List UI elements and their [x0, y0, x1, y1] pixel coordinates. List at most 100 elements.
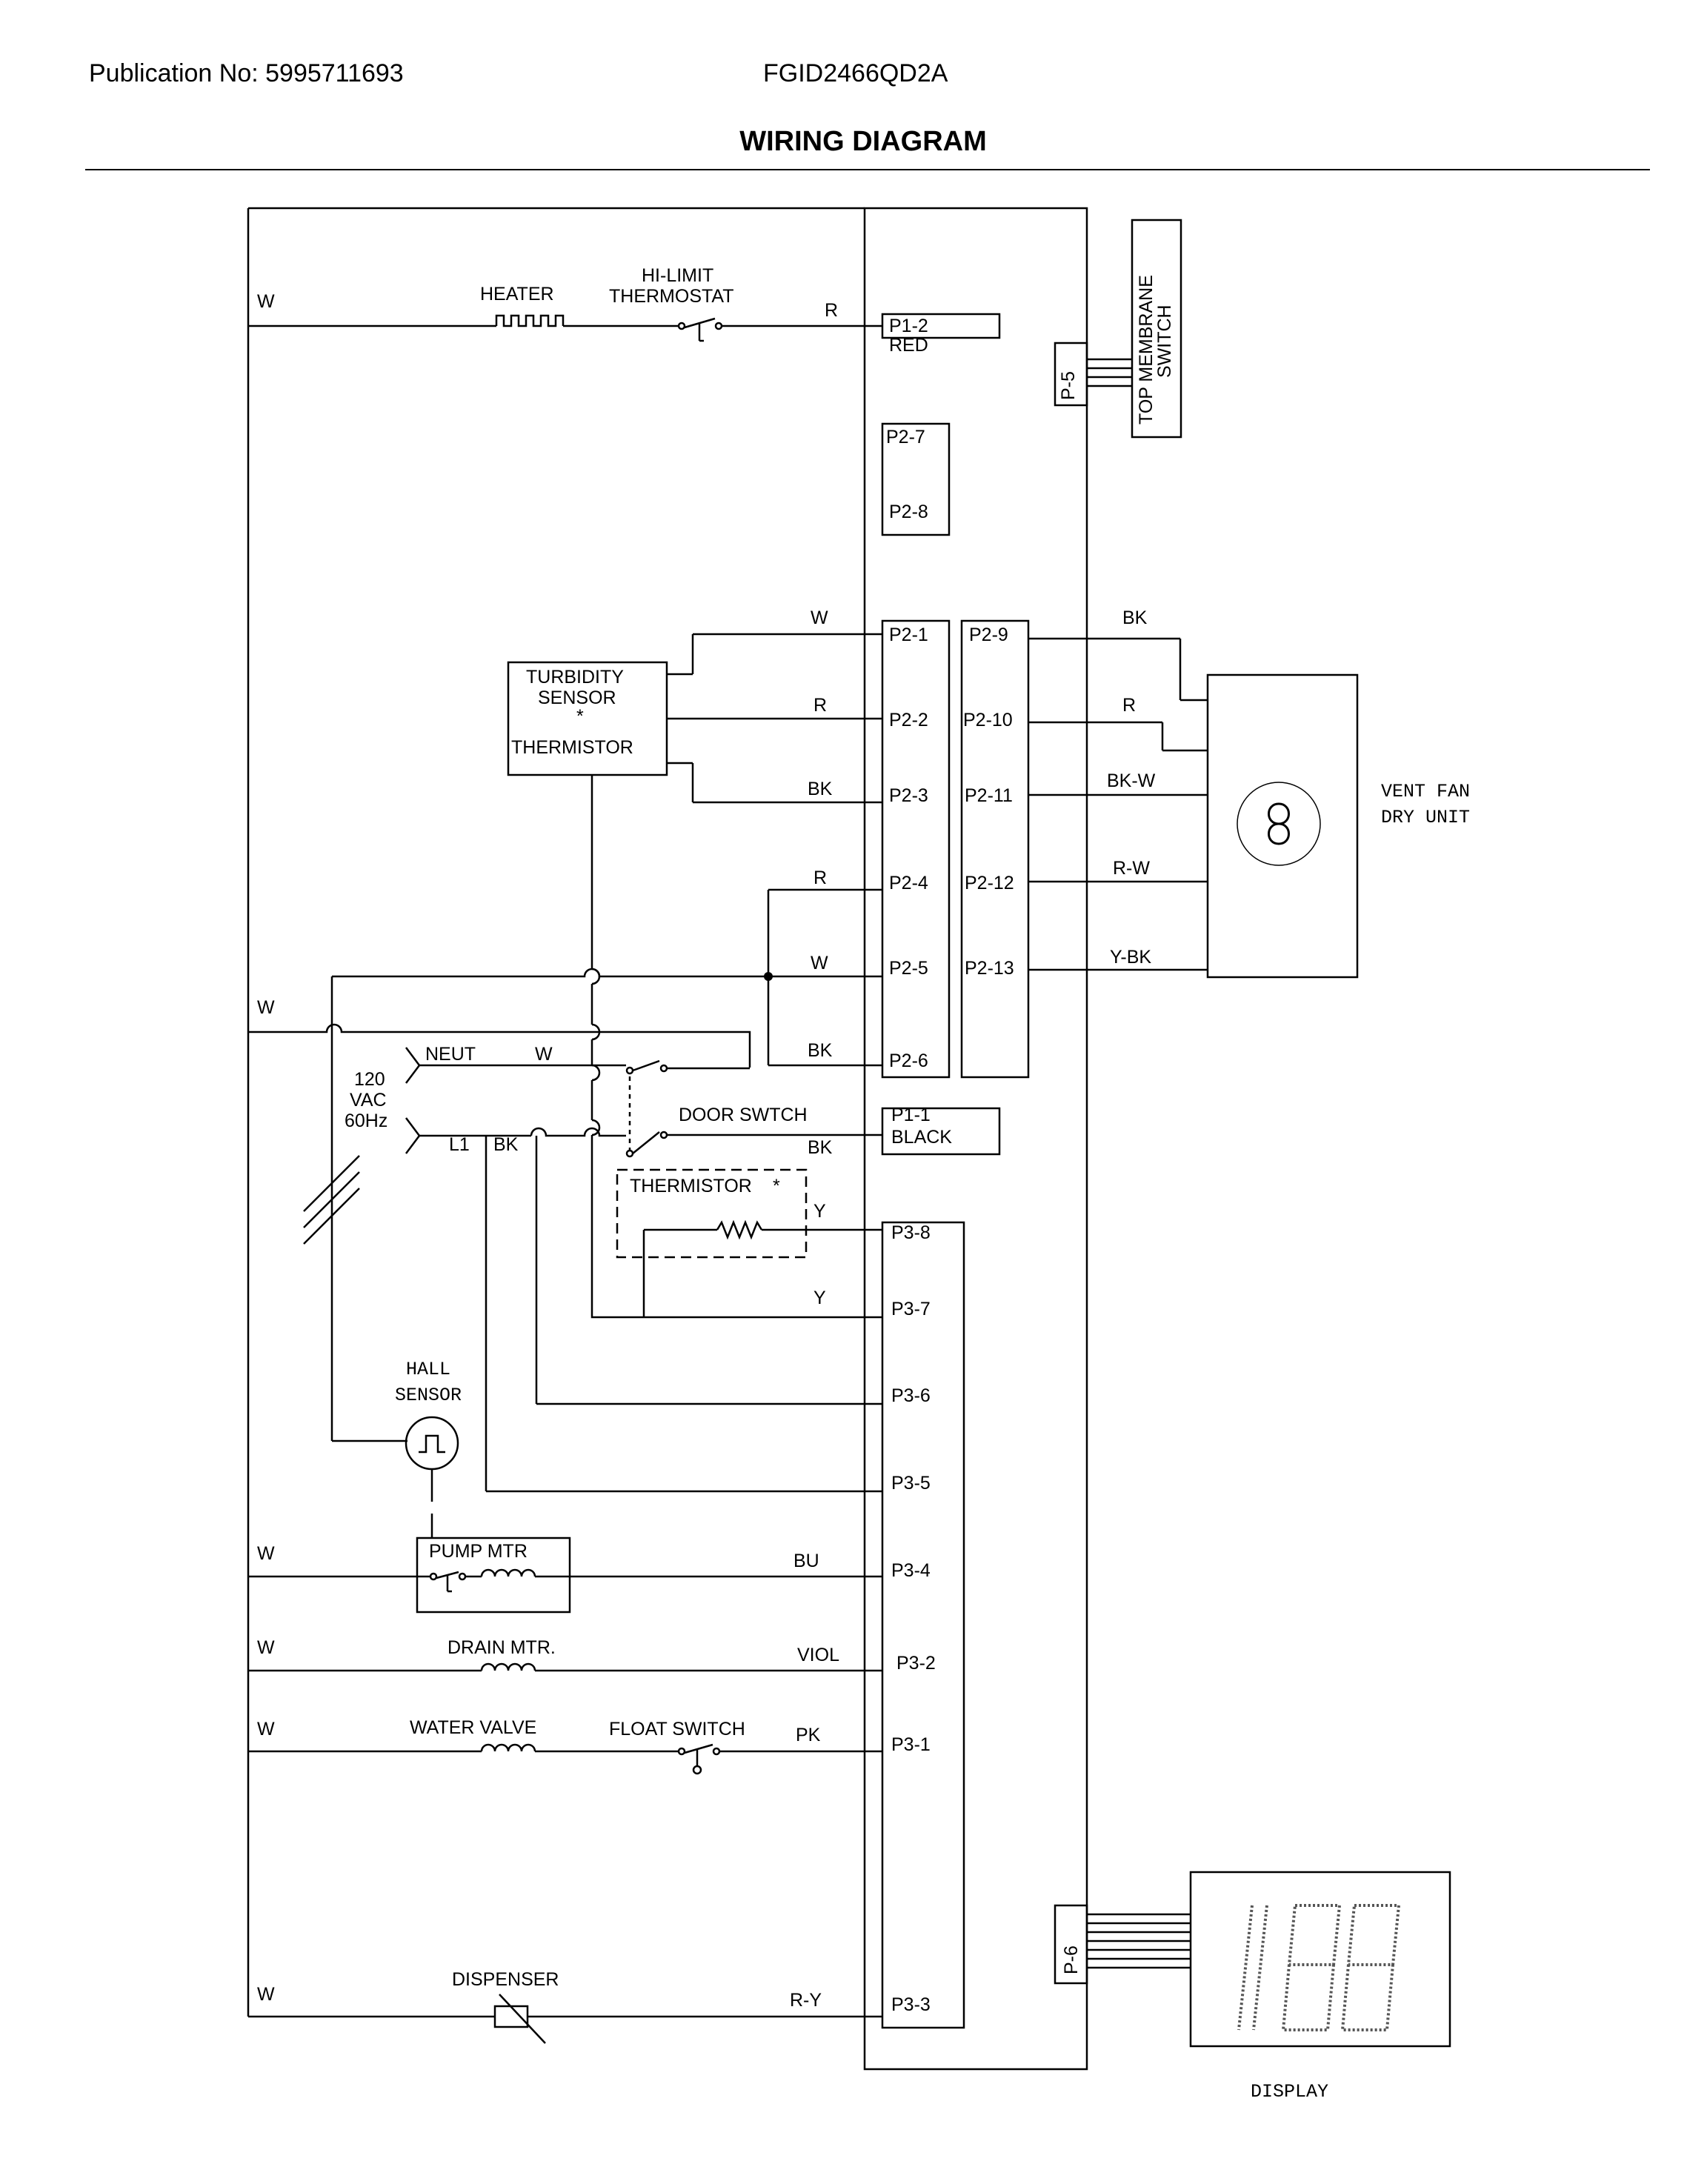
- connector-p6-label: P-6: [1061, 1945, 1082, 1974]
- connector-p2-10-label: P2-10: [963, 710, 1013, 730]
- connector-p1-2-label: P1-2: [889, 316, 928, 336]
- connector-p2-1-label: P2-1: [889, 625, 928, 645]
- turbidity-star: *: [576, 706, 584, 727]
- connector-p1-1-color: BLACK: [891, 1127, 952, 1148]
- connector-p2-9-label: P2-9: [969, 625, 1008, 645]
- connector-p2-9-13: [960, 619, 1030, 1079]
- title-rule: [85, 169, 1650, 170]
- wire-label-door-bk: BK: [808, 1137, 833, 1158]
- connector-p2-12-label: P2-12: [965, 873, 1014, 893]
- turbidity-label-3: THERMISTOR: [511, 737, 633, 758]
- wire-label-p2-12: R-W: [1113, 858, 1150, 879]
- wire-label-drain-viol: VIOL: [797, 1645, 839, 1665]
- dispenser-label: DISPENSER: [452, 1969, 559, 1990]
- vent-fan-label-2: DRY UNIT: [1381, 807, 1470, 828]
- turbidity-label-2: SENSOR: [538, 688, 616, 708]
- model-number: FGID2466QD2A: [763, 59, 948, 87]
- hilimit-label-2: THERMOSTAT: [609, 286, 734, 307]
- connector-p3-3-label: P3-3: [891, 1994, 931, 2015]
- connector-p5: [1054, 342, 1088, 407]
- membrane-label-2: SWITCH: [1154, 304, 1175, 378]
- water-valve-label: WATER VALVE: [410, 1717, 536, 1738]
- connector-p3-7-label: P3-7: [891, 1299, 931, 1319]
- wire-label-p2-2: R: [813, 695, 827, 716]
- connector-p1-1: [881, 1107, 1001, 1156]
- l1-label: L1: [449, 1134, 470, 1155]
- wire-label-p2-5: W: [811, 953, 828, 973]
- wire-label-l1-bk: BK: [493, 1134, 519, 1155]
- turbidity-label-1: TURBIDITY: [526, 667, 624, 688]
- junction-dot: [764, 972, 773, 981]
- pump-motor-label: PUMP MTR: [429, 1541, 528, 1562]
- wire-label-heater-w: W: [257, 291, 275, 312]
- wire-label-dispenser-w: W: [257, 1984, 275, 2005]
- connector-p3-8-label: P3-8: [891, 1222, 931, 1243]
- connector-p3-6-label: P3-6: [891, 1385, 931, 1406]
- drain-motor-label: DRAIN MTR.: [447, 1637, 556, 1658]
- vac-label-2: VAC: [350, 1090, 387, 1111]
- door-switch-label: DOOR SWTCH: [679, 1105, 808, 1125]
- float-switch-label: FLOAT SWITCH: [609, 1719, 745, 1739]
- hall-sensor-label-2: SENSOR: [395, 1385, 462, 1406]
- thermistor-box: [616, 1168, 808, 1259]
- connector-p2-5-label: P2-5: [889, 958, 928, 979]
- connector-p2-4-label: P2-4: [889, 873, 928, 893]
- connector-p2-7-label: P2-7: [886, 427, 925, 447]
- heater-label: HEATER: [480, 284, 554, 304]
- wire-label-heater-r: R: [825, 300, 838, 321]
- wire-label-p2-3: BK: [808, 779, 833, 799]
- connector-p1-2-color: RED: [889, 335, 928, 356]
- hilimit-label-1: HI-LIMIT: [642, 265, 713, 286]
- publication-number: Publication No: 5995711693: [89, 59, 404, 87]
- connector-p2-7-8: [881, 422, 951, 536]
- wire-label-pump-w: W: [257, 1543, 275, 1564]
- hall-sensor: [405, 1416, 459, 1471]
- neut-label: NEUT: [425, 1044, 476, 1065]
- heater-element: [495, 314, 565, 327]
- wire-label-p2-10: R: [1122, 695, 1136, 716]
- wire-label-valve-pk: PK: [796, 1725, 821, 1745]
- wire-label-drain-w: W: [257, 1637, 275, 1658]
- wire-label-p2-11: BK-W: [1107, 770, 1156, 791]
- pump-motor-box: [416, 1537, 571, 1614]
- page-title: WIRING DIAGRAM: [739, 126, 987, 157]
- wire-label-neut-w: W: [535, 1044, 553, 1065]
- connector-p3-2-label: P3-2: [896, 1653, 936, 1674]
- wire-label-p2-9: BK: [1122, 607, 1148, 628]
- vent-fan-label-1: VENT FAN: [1381, 781, 1470, 802]
- display-digits-icon: [1237, 1904, 1401, 2031]
- top-membrane-switch: [1131, 219, 1182, 439]
- connector-p5-label: P-5: [1058, 371, 1079, 400]
- connector-p2-3-label: P2-3: [889, 785, 928, 806]
- dispenser-actuator: [493, 2005, 529, 2028]
- connector-p2-6-label: P2-6: [889, 1051, 928, 1071]
- wire-label-p2-4: R: [813, 868, 827, 888]
- wire-label-p3-8: Y: [813, 1201, 826, 1222]
- vac-label-1: 120: [354, 1069, 385, 1090]
- wire-label-p2-1: W: [811, 607, 828, 628]
- vent-fan-dry-unit: [1206, 673, 1359, 979]
- membrane-label-1: TOP MEMBRANE: [1136, 275, 1157, 425]
- connector-p3-4-label: P3-4: [891, 1560, 931, 1581]
- connector-p3: [881, 1221, 965, 2029]
- connector-p2-8-label: P2-8: [889, 502, 928, 522]
- display-panel: [1189, 1871, 1451, 2048]
- wire-label-dispenser-r-y: R-Y: [790, 1990, 822, 2011]
- wire-label-p2-5-w: W: [257, 997, 275, 1018]
- hall-sensor-label-1: HALL: [406, 1359, 450, 1380]
- connector-p1-1-label: P1-1: [891, 1105, 931, 1125]
- connector-p2-1-6: [881, 619, 951, 1079]
- connector-p2-13-label: P2-13: [965, 958, 1014, 979]
- wire-label-p2-13: Y-BK: [1110, 947, 1151, 968]
- wire-label-pump-bu: BU: [793, 1551, 819, 1571]
- vac-label-3: 60Hz: [345, 1111, 387, 1131]
- connector-p3-1-label: P3-1: [891, 1734, 931, 1755]
- connector-p2-2-label: P2-2: [889, 710, 928, 730]
- connector-p6: [1054, 1904, 1088, 1985]
- vent-fan-icon: [1237, 782, 1321, 866]
- wire-label-valve-w: W: [257, 1719, 275, 1739]
- connector-p3-5-label: P3-5: [891, 1473, 931, 1494]
- thermistor-star: *: [773, 1176, 780, 1196]
- wire-label-p3-7: Y: [813, 1288, 826, 1308]
